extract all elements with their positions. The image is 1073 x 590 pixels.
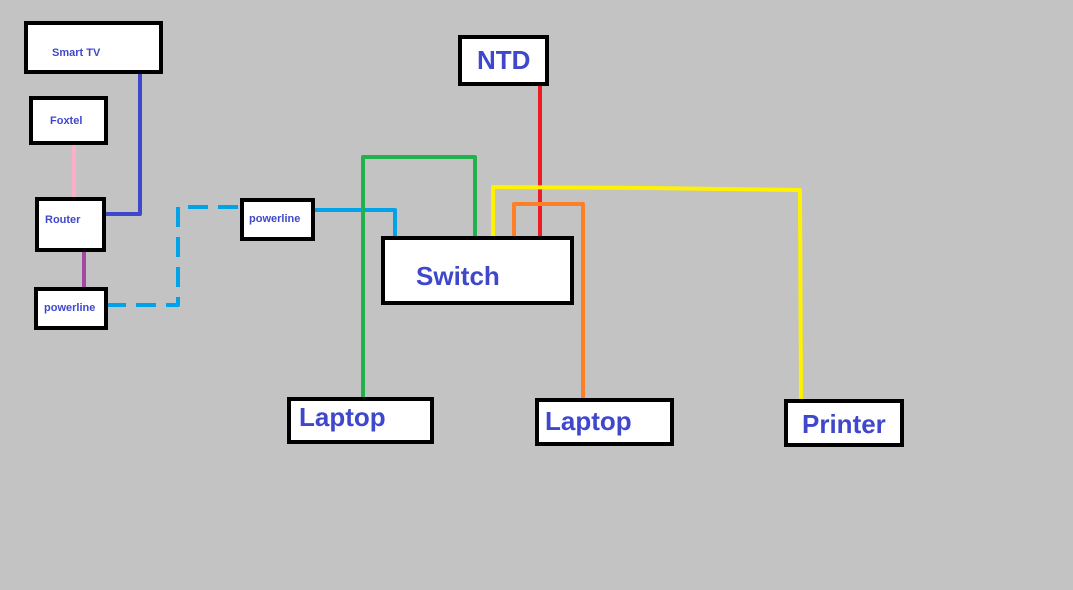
printer-box: Printer xyxy=(784,399,904,447)
foxtel-box: Foxtel xyxy=(29,96,108,145)
link-switch-laptop-right xyxy=(512,202,585,400)
link-powerline-switch xyxy=(314,208,397,238)
powerline-mid-box: powerline xyxy=(240,198,315,241)
link-smart-tv-router xyxy=(104,72,142,216)
link-switch-printer xyxy=(491,185,803,402)
smart-tv-label: Smart TV xyxy=(52,47,101,59)
switch-label: Switch xyxy=(416,261,500,291)
laptop-right-box: Laptop xyxy=(535,398,674,446)
link-switch-laptop-left xyxy=(361,155,477,399)
foxtel-label: Foxtel xyxy=(50,115,83,127)
switch-box: Switch xyxy=(381,236,574,305)
ntd-label: NTD xyxy=(477,45,531,75)
printer-label: Printer xyxy=(802,409,886,439)
router-box: Router xyxy=(35,197,106,252)
laptop-left-box: Laptop xyxy=(287,397,434,444)
link-powerline-to-powerline xyxy=(106,205,240,307)
smart-tv-box: Smart TV xyxy=(24,21,163,74)
powerline-left-label: powerline xyxy=(44,302,96,314)
powerline-left-box: powerline xyxy=(34,287,108,330)
router-label: Router xyxy=(45,214,81,226)
powerline-mid-label: powerline xyxy=(249,213,301,225)
laptop-left-label: Laptop xyxy=(299,402,386,432)
ntd-box: NTD xyxy=(458,35,549,86)
laptop-right-label: Laptop xyxy=(545,406,632,436)
